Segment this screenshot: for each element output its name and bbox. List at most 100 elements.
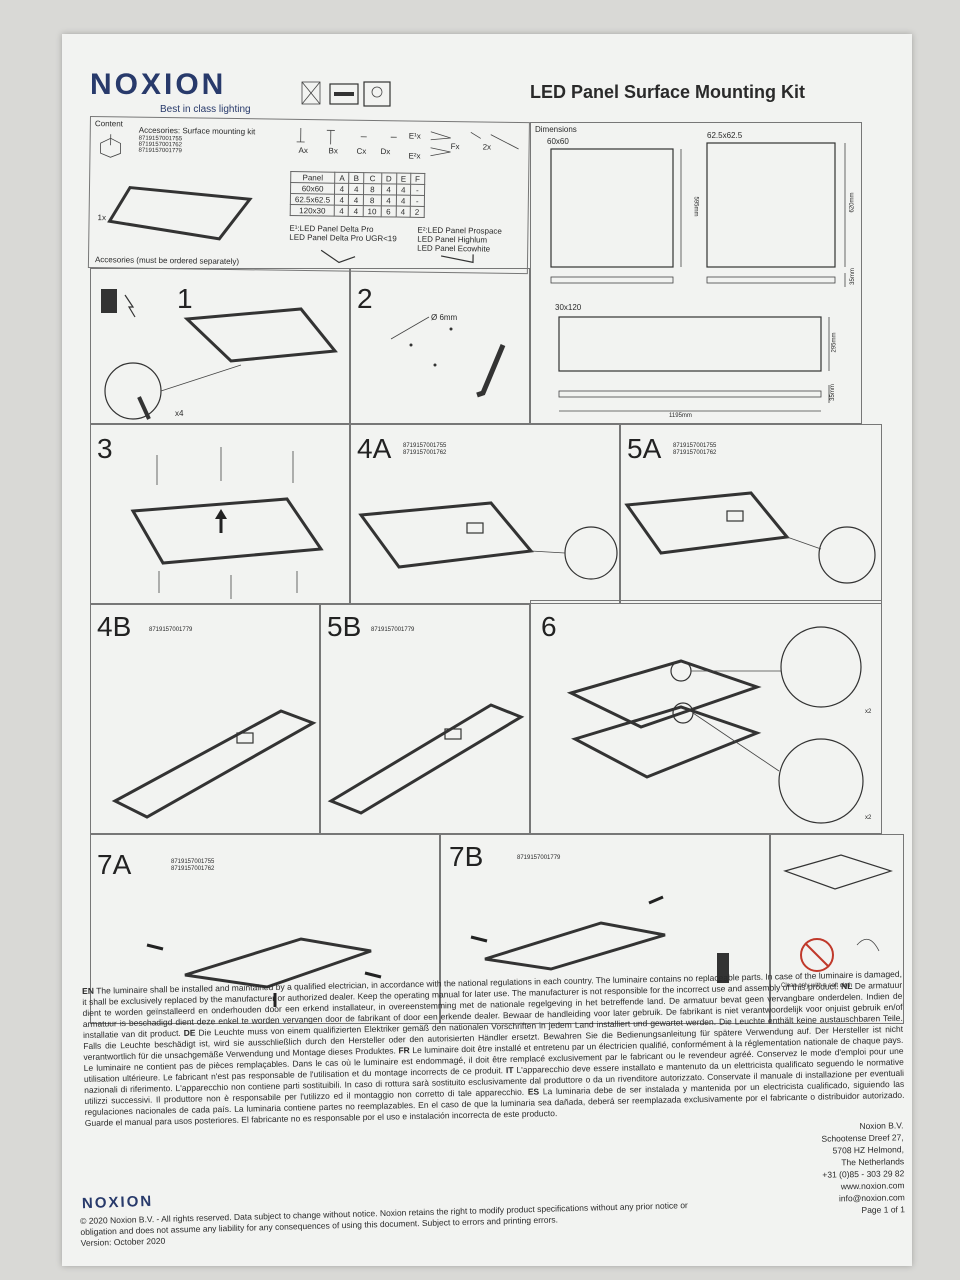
part-f: Fx	[450, 142, 460, 152]
dim-35a: 35mm	[849, 268, 856, 285]
table-cell: 8	[363, 194, 382, 206]
step-4a-illustration	[358, 501, 618, 580]
footer-text: © 2020 Noxion B.V. - All rights reserved…	[80, 1200, 688, 1248]
part-c: Cx	[356, 146, 367, 156]
step-4b-illustration	[111, 709, 317, 819]
drill-illustration	[390, 316, 506, 398]
instruction-sheet: NOXION Best in class lighting LED Panel …	[62, 34, 912, 1266]
footer-logo: NOXION	[81, 1192, 154, 1213]
panel-30x120-label: 30x120	[555, 303, 582, 312]
clean-info: Clean only with a soft cloth	[770, 834, 904, 1024]
step-4b: 4B 8719157001779	[90, 604, 320, 834]
step-7a-number: 7A	[97, 849, 132, 880]
quantity-label: 1x	[97, 213, 107, 223]
step-7b-code: 8719157001779	[517, 855, 561, 861]
step-5a-illustration	[624, 491, 876, 584]
bracket-e1-icon	[320, 249, 356, 264]
step-6-number: 6	[541, 611, 557, 642]
parts-table-header: C	[363, 172, 382, 184]
clean-illustration	[783, 854, 893, 972]
table-cell: 4	[395, 195, 411, 207]
step-3: 3	[90, 424, 350, 604]
step-4b-number: 4B	[97, 611, 132, 642]
part-count: 2x	[482, 142, 492, 152]
parts-table-header: B	[349, 172, 364, 184]
legal-text: EN The luminaire shall be installed and …	[82, 968, 905, 1128]
frame-illustration	[107, 185, 253, 241]
table-cell: 62.5x62.5	[290, 193, 335, 206]
step-5a: 5A 8719157001755 8719157001762	[620, 424, 882, 604]
step-4a: 4A 8719157001755 8719157001762	[350, 424, 620, 604]
part-d: Dx	[380, 147, 391, 157]
panel-62-label: 62.5x62.5	[707, 131, 743, 140]
clean-note: Clean only with a soft cloth	[781, 983, 853, 989]
step-1-qty: x4	[175, 409, 184, 418]
step-4b-code: 8719157001779	[149, 627, 193, 633]
step-7a-code-1: 8719157001755	[171, 859, 215, 865]
dimensions-box: Dimensions 60x60 62.5x62.5 595mm 620mm 3…	[530, 122, 862, 424]
switch-off-icon	[101, 289, 136, 318]
table-cell: 10	[363, 205, 382, 217]
step-5b-illustration	[327, 703, 525, 815]
part-e1: E¹x	[408, 131, 421, 141]
step-1-number: 1	[177, 283, 193, 314]
step-2: 2 Ø 6mm	[350, 268, 530, 424]
table-cell: 4	[381, 183, 397, 196]
bracket-e2-icon	[440, 254, 474, 264]
table-cell: 4	[348, 205, 364, 217]
table-cell: 8	[363, 183, 382, 195]
content-label: Content	[94, 119, 123, 129]
step-1: 1 x4	[90, 268, 350, 424]
step-2-number: 2	[357, 283, 373, 314]
content-box: Content Accesories: Surface mounting kit…	[87, 116, 530, 275]
panel-60-label: 60x60	[547, 137, 569, 146]
dim-295: 295mm	[831, 332, 838, 353]
step-3-number: 3	[97, 433, 113, 464]
table-cell: 4	[334, 205, 349, 217]
header-symbols-icon	[301, 81, 391, 107]
step-7b-number: 7B	[449, 841, 484, 872]
parts-table-header: F	[410, 173, 425, 185]
part-a: Ax	[298, 145, 308, 156]
table-cell: 4	[334, 183, 350, 195]
parts-table-header: A	[334, 172, 350, 184]
step-6: 6 x2 x2	[530, 600, 882, 834]
step-5b-number: 5B	[327, 611, 362, 642]
step-5a-number: 5A	[627, 433, 662, 464]
company-address: Noxion B.V. Schootense Dreef 27, 5708 HZ…	[821, 1120, 905, 1216]
table-cell: 4	[395, 206, 411, 218]
brand-tagline: Best in class lighting	[160, 104, 251, 115]
dim-620: 620mm	[849, 192, 856, 213]
drill-size: Ø 6mm	[431, 313, 458, 322]
table-cell: -	[410, 195, 425, 207]
table-cell: 120x30	[290, 204, 335, 217]
e2-note: E²:LED Panel Prospace LED Panel Highlum …	[417, 225, 502, 254]
table-cell: -	[410, 184, 425, 196]
dimensions-label: Dimensions	[535, 125, 577, 134]
table-cell: 4	[334, 194, 349, 206]
page-title: LED Panel Surface Mounting Kit	[530, 82, 806, 102]
part-b: Bx	[328, 146, 338, 156]
step-5a-code-2: 8719157001762	[673, 450, 717, 456]
dim-595: 595mm	[692, 196, 699, 217]
step-7a: 7A 8719157001755 8719157001762	[90, 834, 440, 1024]
box-icon	[100, 134, 122, 158]
step-7a-code-2: 8719157001762	[171, 866, 215, 872]
accessories-note: Accesories (must be ordered separately)	[94, 255, 240, 267]
screws-icon	[296, 127, 519, 157]
table-cell: 4	[396, 184, 411, 196]
e1-note: E¹:LED Panel Delta Pro LED Panel Delta P…	[289, 223, 397, 244]
parts-table-header: Panel	[290, 171, 335, 184]
table-cell: 4	[348, 194, 364, 206]
dim-35b: 35mm	[829, 384, 836, 401]
code-3: 8719157001779	[138, 147, 182, 155]
step-4a-code-2: 8719157001762	[403, 450, 447, 456]
step-4a-number: 4A	[357, 433, 392, 464]
step-7b-illustration	[470, 895, 729, 983]
step-6-x2-top: x2	[865, 709, 872, 715]
step-4a-code-1: 8719157001755	[403, 443, 447, 449]
step-6-illustration	[566, 626, 864, 824]
part-e2: E²x	[408, 151, 421, 161]
